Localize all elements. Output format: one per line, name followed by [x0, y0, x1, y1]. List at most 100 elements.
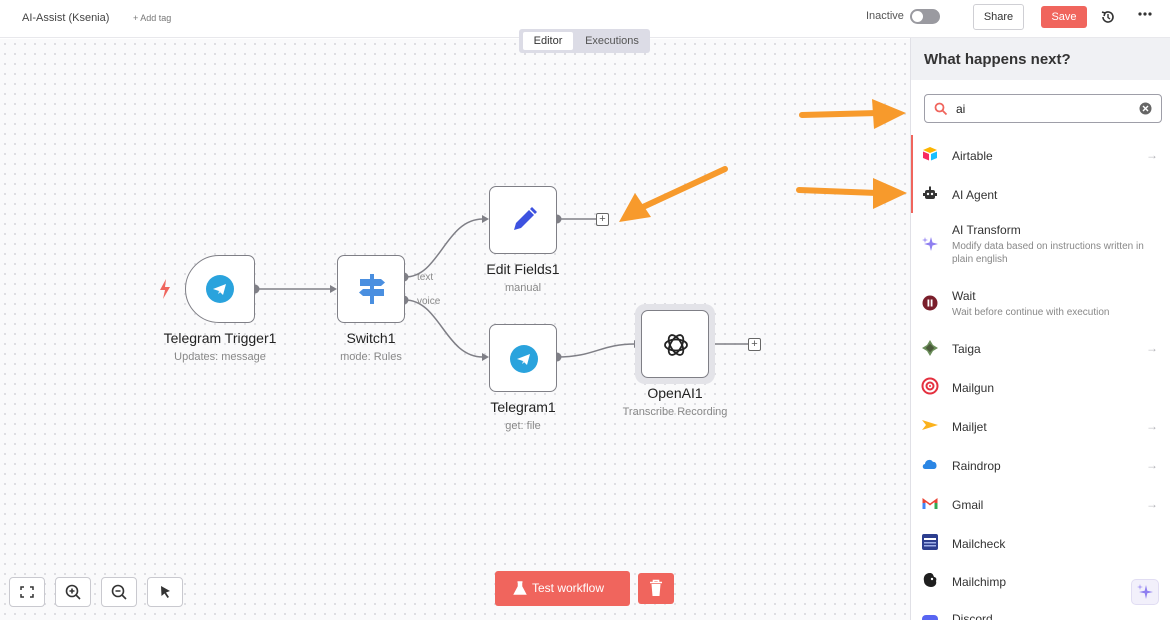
- pencil-icon: [514, 207, 537, 230]
- history-icon[interactable]: [1100, 9, 1116, 25]
- node-edit-fields[interactable]: [489, 186, 557, 254]
- node-subtitle-switch: mode: Rules: [340, 351, 402, 363]
- arrowhead-switch-input: [330, 285, 337, 293]
- ai-sparkle-icon: [1137, 584, 1153, 599]
- list-item-label: Gmail: [952, 498, 984, 512]
- node-telegram-trigger[interactable]: [185, 255, 255, 323]
- clear-search-icon[interactable]: [1139, 102, 1152, 115]
- arrowhead-telegram-input: [482, 353, 489, 361]
- node-title-switch: Switch1: [346, 330, 396, 346]
- test-workflow-button[interactable]: Test workflow: [495, 571, 630, 606]
- workflow-title[interactable]: AI-Assist (Ksenia): [22, 12, 110, 24]
- add-node-after-openai-button[interactable]: +: [748, 338, 761, 351]
- raindrop-icon: [922, 459, 937, 469]
- sparkle-icon: [922, 237, 938, 251]
- list-item-label: Discord: [952, 612, 993, 620]
- node-subtitle-telegram-trigger: Updates: message: [174, 351, 266, 363]
- list-item-label: Mailgun: [952, 381, 995, 395]
- list-item-raindrop[interactable]: Raindrop →: [911, 450, 1170, 480]
- taiga-icon: [922, 340, 938, 356]
- add-tag-link[interactable]: + Add tag: [133, 13, 172, 23]
- list-item-discord[interactable]: Discord: [911, 608, 1170, 620]
- toggle-knob: [912, 11, 923, 22]
- share-button[interactable]: Share: [973, 4, 1024, 30]
- list-item-mailcheck[interactable]: Mailcheck: [911, 528, 1170, 558]
- test-workflow-label: Test workflow: [532, 581, 605, 595]
- node-search-box[interactable]: [924, 94, 1162, 123]
- arrowhead-edit-input: [482, 215, 489, 223]
- list-item-description: Wait before continue with execution: [952, 307, 1110, 318]
- cursor-mode-button[interactable]: [147, 577, 183, 607]
- node-title-edit-fields: Edit Fields1: [486, 261, 560, 277]
- list-item-label: Airtable: [952, 149, 993, 163]
- list-item-label: AI Transform: [952, 223, 1021, 237]
- node-title-openai: OpenAI1: [647, 385, 703, 401]
- arrow-right-icon: →: [1146, 497, 1158, 511]
- arrow-right-icon: →: [1146, 148, 1158, 162]
- annotation-arrow-search: [799, 99, 906, 129]
- arrow-right-icon: →: [1146, 419, 1158, 433]
- list-item-label: Raindrop: [952, 459, 1001, 473]
- mailjet-icon: [922, 420, 938, 430]
- node-switch[interactable]: [337, 255, 405, 323]
- add-node-after-edit-button[interactable]: +: [596, 213, 609, 226]
- more-options-icon[interactable]: [1137, 6, 1153, 22]
- list-item-label: Mailchimp: [952, 575, 1007, 589]
- zoom-in-icon: [65, 584, 81, 600]
- list-item-ai-agent[interactable]: AI Agent: [911, 179, 1170, 209]
- node-openai[interactable]: [641, 310, 709, 378]
- gmail-icon: [922, 498, 938, 509]
- connection-telegram-openai: [556, 343, 636, 358]
- zoom-out-button[interactable]: [101, 577, 137, 607]
- fit-view-button[interactable]: [9, 577, 45, 607]
- save-button[interactable]: Save: [1041, 6, 1087, 28]
- discord-icon: [922, 615, 938, 620]
- active-status-label: Inactive: [866, 10, 904, 22]
- tab-editor[interactable]: Editor: [523, 32, 573, 50]
- arrow-right-icon: →: [1146, 341, 1158, 355]
- workflow-canvas[interactable]: [0, 39, 910, 620]
- list-item-airtable[interactable]: Airtable →: [911, 140, 1170, 170]
- airtable-icon: [923, 147, 937, 161]
- active-item-indicator: [911, 135, 913, 213]
- node-creator-panel: What happens next? Airtable → AI Agent: [910, 38, 1170, 620]
- node-subtitle-edit-fields: manual: [504, 282, 542, 294]
- telegram-icon: [206, 275, 234, 303]
- node-subtitle-telegram: get: file: [505, 420, 541, 432]
- list-item-mailgun[interactable]: Mailgun: [911, 372, 1170, 402]
- mailgun-icon: [921, 377, 939, 395]
- arrow-right-icon: →: [1146, 458, 1158, 472]
- workflow-connections: [250, 214, 748, 362]
- annotation-arrow-ai-agent: [796, 178, 907, 209]
- node-telegram[interactable]: [489, 324, 557, 392]
- mailchimp-icon: [923, 573, 937, 587]
- pause-icon: [922, 295, 938, 311]
- list-item-label: Wait: [952, 289, 976, 303]
- list-item-wait[interactable]: Wait Wait before continue with execution: [911, 286, 1170, 322]
- search-icon: [934, 102, 948, 116]
- active-toggle[interactable]: [910, 9, 940, 24]
- port-label-voice: voice: [417, 296, 441, 307]
- list-item-taiga[interactable]: Taiga →: [911, 334, 1170, 364]
- connection-switch-telegram: [404, 299, 484, 358]
- node-title-telegram: Telegram1: [490, 399, 556, 415]
- list-item-ai-transform[interactable]: AI Transform Modify data based on instru…: [911, 220, 1170, 270]
- port-label-text: text: [417, 272, 434, 283]
- delete-button[interactable]: [638, 573, 674, 604]
- list-item-mailchimp[interactable]: Mailchimp: [911, 566, 1170, 596]
- flask-icon: [513, 581, 527, 595]
- switch-signpost-icon: [359, 274, 385, 304]
- zoom-in-button[interactable]: [55, 577, 91, 607]
- ai-assistant-button[interactable]: [1131, 579, 1159, 605]
- search-input[interactable]: [956, 100, 1126, 118]
- trigger-bolt-icon: [160, 279, 170, 299]
- view-tabs: Editor Executions: [519, 29, 650, 53]
- list-item-mailjet[interactable]: Mailjet →: [911, 411, 1170, 441]
- zoom-out-icon: [111, 584, 127, 600]
- tab-executions[interactable]: Executions: [585, 35, 639, 47]
- list-item-gmail[interactable]: Gmail →: [911, 489, 1170, 519]
- list-item-label: Taiga: [952, 342, 981, 356]
- trash-icon: [650, 579, 662, 596]
- node-subtitle-openai: Transcribe Recording: [622, 406, 728, 418]
- pointer-icon: [161, 586, 170, 598]
